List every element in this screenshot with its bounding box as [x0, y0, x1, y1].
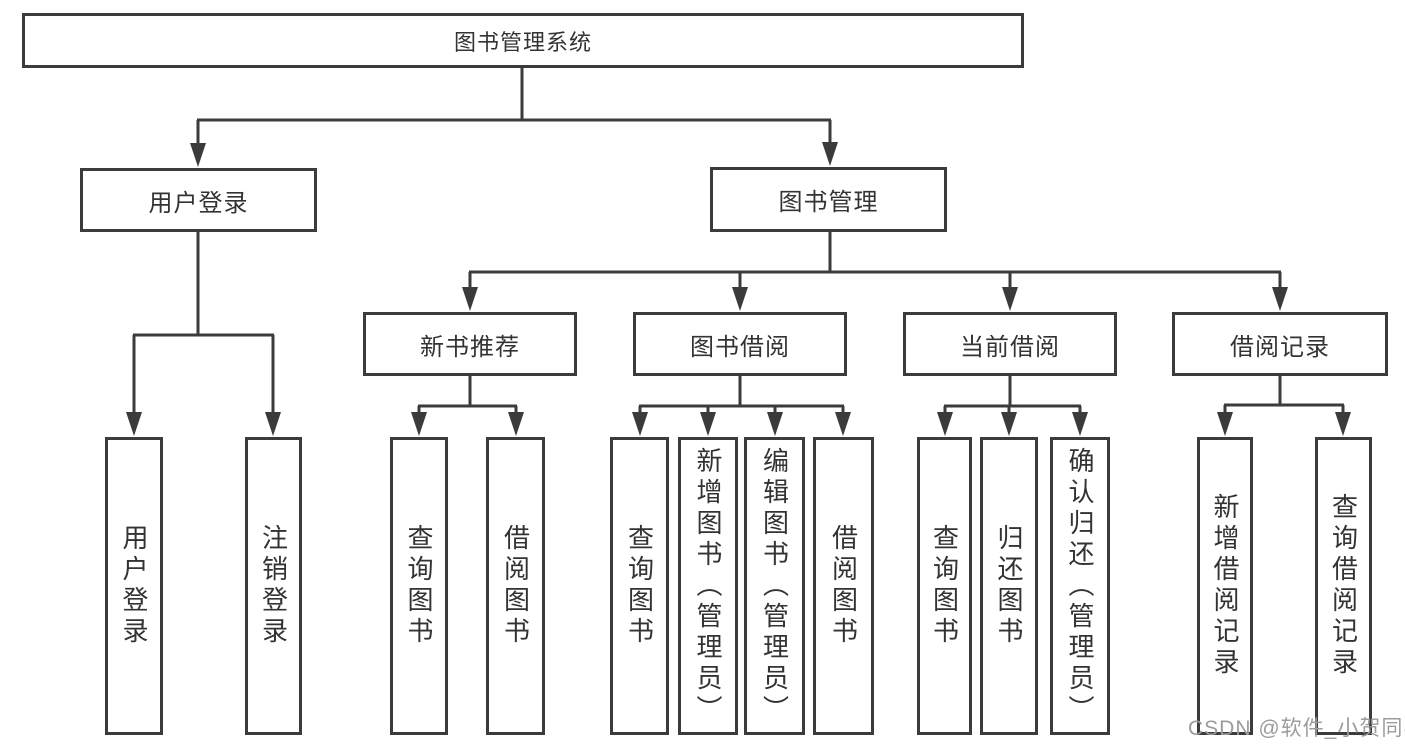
arrowhead — [411, 412, 427, 436]
node-book-borrow: 图书借阅 — [633, 312, 847, 376]
node-new-book-recommend-label: 新书推荐 — [420, 333, 520, 361]
leaf-query-book-borrow-label: 查询图书 — [624, 524, 655, 648]
leaf-return-book-label: 归还图书 — [994, 524, 1024, 648]
arrowhead — [767, 412, 783, 436]
arrowhead — [1001, 412, 1017, 436]
connector-paths — [132, 67, 1345, 418]
leaf-query-book-current-label: 查询图书 — [929, 524, 960, 648]
arrowhead — [700, 412, 716, 436]
arrowhead — [1335, 412, 1351, 436]
leaf-add-book-admin: 新增图书（管理员） — [678, 437, 738, 735]
leaf-add-borrow-record-label: 新增借阅记录 — [1210, 493, 1240, 679]
arrowhead — [1272, 287, 1288, 311]
leaf-edit-book-admin: 编辑图书（管理员） — [744, 437, 805, 735]
leaf-borrow-book: 借阅图书 — [813, 437, 874, 735]
leaf-edit-book-admin-label: 编辑图书（管理员） — [759, 446, 790, 726]
arrowhead — [822, 142, 838, 166]
leaf-user-login: 用户登录 — [105, 437, 163, 735]
leaf-query-book-current: 查询图书 — [917, 437, 972, 735]
node-user-login-label: 用户登录 — [148, 189, 249, 217]
arrowhead — [1072, 412, 1088, 436]
node-root: 图书管理系统 — [22, 13, 1024, 68]
arrowhead — [632, 412, 648, 436]
node-user-login: 用户登录 — [80, 168, 317, 232]
leaf-return-book: 归还图书 — [980, 437, 1038, 735]
node-borrow-record: 借阅记录 — [1172, 312, 1388, 376]
leaf-add-book-admin-label: 新增图书（管理员） — [693, 446, 723, 726]
leaf-query-borrow-record: 查询借阅记录 — [1315, 437, 1372, 735]
node-book-management: 图书管理 — [710, 167, 947, 232]
leaf-logout-login-label: 注销登录 — [258, 524, 289, 648]
arrowheads — [126, 142, 1351, 436]
node-new-book-recommend: 新书推荐 — [363, 312, 577, 376]
arrowhead — [937, 412, 953, 436]
arrowhead — [1002, 287, 1018, 311]
arrowhead — [462, 287, 478, 311]
arrowhead — [835, 412, 851, 436]
arrowhead — [732, 287, 748, 311]
leaf-borrow-book-label: 借阅图书 — [828, 524, 859, 648]
node-current-borrow-label: 当前借阅 — [960, 333, 1060, 361]
leaf-add-borrow-record: 新增借阅记录 — [1197, 437, 1253, 735]
leaf-borrow-book-newbook: 借阅图书 — [486, 437, 545, 735]
node-book-management-label: 图书管理 — [778, 189, 879, 216]
leaf-query-borrow-record-label: 查询借阅记录 — [1328, 493, 1359, 679]
leaf-confirm-return-admin-label: 确认归还（管理员） — [1065, 446, 1095, 726]
node-root-label: 图书管理系统 — [453, 29, 592, 55]
arrowhead — [265, 412, 281, 436]
arrowhead — [1217, 412, 1233, 436]
leaf-user-login-label: 用户登录 — [119, 524, 149, 648]
leaf-query-book-borrow: 查询图书 — [610, 437, 669, 735]
csdn-watermark: CSDN @软件_小贺同学 — [1188, 717, 1405, 740]
leaf-query-book-newbook: 查询图书 — [390, 437, 448, 735]
arrowhead — [126, 412, 142, 436]
node-current-borrow: 当前借阅 — [903, 312, 1117, 376]
leaf-query-book-newbook-label: 查询图书 — [404, 524, 434, 648]
arrowhead — [508, 412, 524, 436]
leaf-confirm-return-admin: 确认归还（管理员） — [1050, 437, 1110, 735]
arrowhead — [190, 143, 206, 167]
node-book-borrow-label: 图书借阅 — [690, 333, 790, 361]
leaf-logout-login: 注销登录 — [245, 437, 302, 735]
leaf-borrow-book-newbook-label: 借阅图书 — [500, 524, 531, 648]
node-borrow-record-label: 借阅记录 — [1230, 333, 1330, 361]
